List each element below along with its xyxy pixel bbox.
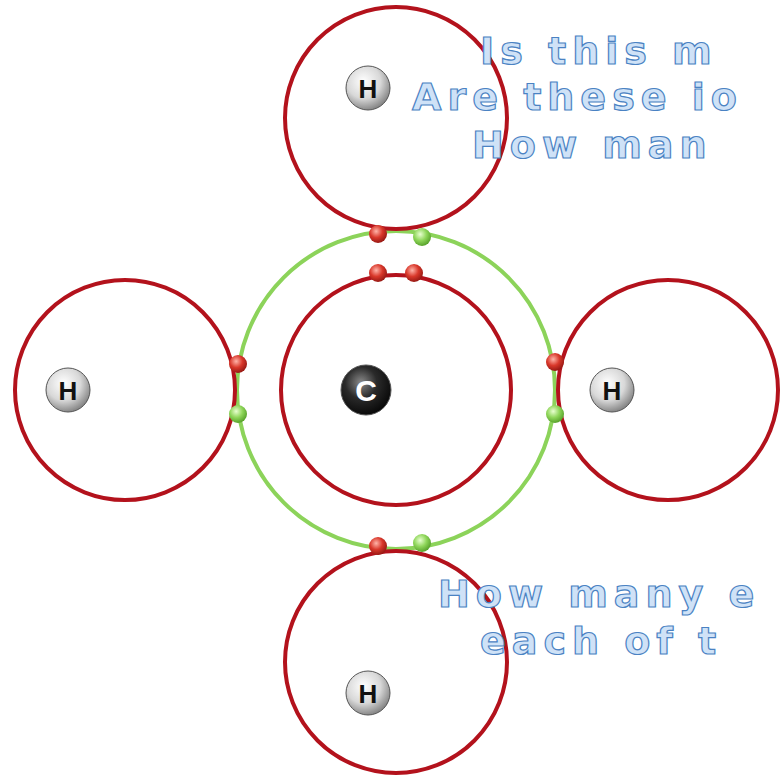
element-symbol: H [359,76,378,102]
element-symbol: H [359,681,378,707]
hydrogen-atom: H [556,278,780,502]
question-text: How many e [438,575,760,613]
outer-shell [237,231,555,549]
element-symbol: H [603,378,622,404]
element-symbol: C [355,376,377,406]
atom-outline [283,5,509,231]
question-text: Are these io [412,78,743,116]
element-symbol: H [59,378,78,404]
atom-outline [556,278,780,502]
hydrogen-atom: H [283,5,509,231]
atom-outline [279,273,513,507]
question-text: each of t [480,622,722,660]
hydrogen-atom: H [13,278,237,502]
atom-outline [13,278,237,502]
carbon-atom: C [279,273,513,507]
question-text: How man [472,126,713,164]
question-text: Is this m [480,32,718,70]
electron-dots [229,225,564,555]
